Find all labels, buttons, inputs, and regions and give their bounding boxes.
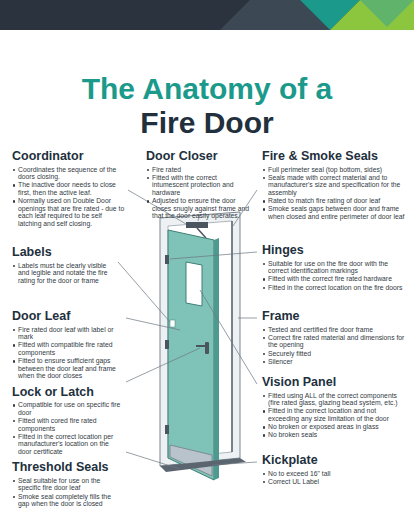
part-heading: Kickplate <box>262 454 408 468</box>
page-title: The Anatomy of a Fire Door <box>57 72 357 139</box>
leader-line <box>126 318 180 330</box>
bullet-note: Fitted in the correct location per manuf… <box>12 433 124 456</box>
kickplate <box>170 445 212 476</box>
bullet-note: Full perimeter seal (top bottom, sides) <box>262 166 408 174</box>
frame-seal <box>231 221 233 452</box>
bullet-note: Suitable for use on the fire door with t… <box>262 260 408 275</box>
bullet-note: Fitted using ALL of the correct componen… <box>262 392 408 407</box>
bullet-note: Fire rated <box>146 166 254 174</box>
part-heading: Vision Panel <box>262 376 408 390</box>
part-heading: Door Closer <box>146 150 254 164</box>
part-heading: Labels <box>12 246 116 260</box>
callout-group: FrameTested and certified fire door fram… <box>262 310 408 366</box>
bullet-note: Securely fitted <box>262 350 408 358</box>
threshold-seal <box>160 458 246 472</box>
callout-group: Fire & Smoke SealsFull perimeter seal (t… <box>262 150 408 221</box>
bullet-note: Rated to match fire rating of door leaf <box>262 197 408 205</box>
callout-group: HingesSuitable for use on the fire door … <box>262 244 408 292</box>
part-heading: Door Leaf <box>12 310 124 324</box>
callout-group: Threshold SealsSeal suitable for use on … <box>12 461 124 508</box>
bullet-note: Fitted in the correct location and not e… <box>262 407 408 422</box>
hinge <box>165 255 169 264</box>
header-triangle <box>360 0 414 27</box>
bullet-note: Labels must be clearly visible and legib… <box>12 262 116 285</box>
bullet-note: Coordinates the sequence of the doors cl… <box>12 166 126 181</box>
bullet-note: Compatible for use on specific fire door <box>12 401 124 416</box>
fire-label <box>170 320 175 327</box>
bullet-note: Adjusted to ensure the door closes snugl… <box>146 197 254 220</box>
bullet-note: Fitted with cored fire rated components <box>12 417 124 432</box>
vision-panel <box>186 262 202 306</box>
callout-group: Door LeafFire rated door leaf with label… <box>12 310 124 381</box>
bullet-note: No broken or exposed areas in glass <box>262 423 408 431</box>
hinge <box>165 340 169 349</box>
leader-line <box>126 452 180 469</box>
bullet-note: Fitted to ensure sufficient gaps between… <box>12 357 124 380</box>
bullet-note: Silencer <box>262 358 408 366</box>
callout-group: Vision PanelFitted using ALL of the corr… <box>262 376 408 439</box>
bullet-note: Smoke seals gaps between door and frame … <box>262 205 408 220</box>
leader-line <box>170 252 257 259</box>
callout-group: Kickplate No to exceed 16" tallCorrect UL… <box>262 454 408 486</box>
part-heading: Fire & Smoke Seals <box>262 150 408 164</box>
part-heading: Threshold Seals <box>12 461 124 475</box>
bullet-note: Seals made with correct material and to … <box>262 174 408 197</box>
bullet-note: Correct fire rated material and dimensio… <box>262 334 408 349</box>
part-heading: Coordinator <box>12 150 126 164</box>
callout-group: Lock or LatchCompatible for use on speci… <box>12 386 124 457</box>
leader-lines <box>118 190 257 469</box>
bullet-note: Tested and certified fire door frame <box>262 326 408 334</box>
bullet-note: Fitted with the correct intumescent prot… <box>146 174 254 197</box>
part-heading: Frame <box>262 310 408 324</box>
lever-handle <box>196 345 207 347</box>
callout-group: LabelsLabels must be clearly visible and… <box>12 246 116 285</box>
bullet-note: Fire rated door leaf with label or mark <box>12 326 124 341</box>
leader-line <box>118 262 170 322</box>
bullet-note: No to exceed 16" tall <box>262 470 408 478</box>
header-band <box>0 0 414 30</box>
callout-group: Door CloserFire ratedFitted with the cor… <box>146 150 254 221</box>
bullet-note: Seal suitable for use on the specific fi… <box>12 477 124 492</box>
bullet-note: Normally used on Double Door openings th… <box>12 197 126 227</box>
part-heading: Lock or Latch <box>12 386 124 400</box>
door-leaf <box>168 230 214 480</box>
leader-line <box>212 462 257 465</box>
bullet-note: No broken seals <box>262 431 408 439</box>
leader-line <box>126 348 200 382</box>
part-heading: Hinges <box>262 244 408 258</box>
door-edge <box>214 238 219 480</box>
bullet-note: Fitted in the correct location on the fi… <box>262 284 408 292</box>
leader-line <box>238 318 257 319</box>
bullet-note: Smoke seal completely fills the gap when… <box>12 493 124 508</box>
door-closer <box>186 222 208 228</box>
header-triangle <box>330 0 414 30</box>
leader-line <box>200 290 257 384</box>
bullet-note: Fitted with the correct fire rated hardw… <box>262 275 408 283</box>
hinge <box>165 425 169 434</box>
bullet-note: Fitted with compatible fire rated compon… <box>12 341 124 356</box>
lock-plate <box>205 342 209 354</box>
bullet-note: Correct UL Label <box>262 478 408 486</box>
callout-group: CoordinatorCoordinates the sequence of t… <box>12 150 126 228</box>
bullet-note: The inactive door needs to close first, … <box>12 181 126 196</box>
